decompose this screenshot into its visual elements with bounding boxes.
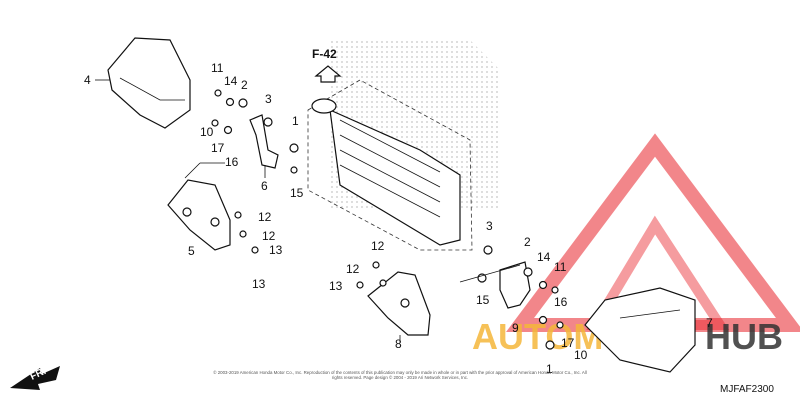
callout-9: 9	[512, 321, 519, 335]
part-6-bracket-left	[249, 114, 279, 169]
callout-11-left: 11	[211, 61, 224, 75]
callout-2-right: 2	[524, 235, 531, 249]
part-9-bracket-right	[499, 261, 531, 309]
watermark-hub: HUB	[705, 316, 783, 357]
radiator-assembly	[307, 79, 473, 251]
diagram-code: MJFAF2300	[720, 384, 774, 395]
callouts: 4 11 14 2 3 10 17 16 1 6 15 12 12 13 5 1…	[84, 61, 713, 376]
callout-10-left: 10	[200, 125, 214, 139]
callout-11-right: 11	[554, 260, 567, 274]
callout-12-a: 12	[258, 210, 272, 224]
reference-arrow-icon	[314, 65, 342, 83]
callout-8: 8	[395, 337, 402, 351]
callout-14-left: 14	[224, 74, 238, 88]
callout-13-c: 13	[329, 279, 343, 293]
copyright-container: © 2003-2019 American Honda Motor Co., In…	[213, 370, 587, 380]
callout-1-left: 1	[292, 114, 299, 128]
callout-15-left: 15	[290, 186, 304, 200]
reference-block[interactable]: F-42	[312, 47, 342, 83]
callout-17-left: 17	[211, 141, 225, 155]
callout-5: 5	[188, 244, 195, 258]
callout-12-b: 12	[262, 229, 276, 243]
callout-1-right: 1	[546, 362, 553, 376]
reference-label[interactable]: F-42	[312, 47, 337, 61]
front-direction-indicator: FR.	[10, 366, 60, 390]
part-4-upper-shroud-left	[107, 37, 191, 129]
callout-7: 7	[706, 316, 713, 330]
leader-lines	[95, 79, 521, 343]
callout-14-right: 14	[537, 250, 551, 264]
front-arrow-icon	[10, 366, 60, 390]
callout-13-b: 13	[252, 277, 266, 291]
callout-17-right: 17	[561, 336, 575, 350]
radiator-cap	[311, 98, 337, 114]
callout-16-left: 16	[225, 155, 239, 169]
callout-15-right: 15	[476, 293, 490, 307]
callout-16-right: 16	[554, 295, 568, 309]
part-5-lower-shroud-left	[167, 179, 231, 251]
callout-2-left: 2	[241, 78, 248, 92]
callout-3-right: 3	[486, 219, 493, 233]
copyright-text: © 2003-2019 American Honda Motor Co., In…	[213, 370, 587, 380]
callout-3-left: 3	[265, 92, 272, 106]
callout-10-right: 10	[574, 348, 588, 362]
callout-13-a: 13	[269, 243, 283, 257]
callout-6: 6	[261, 179, 268, 193]
part-7-upper-shroud-right	[584, 287, 696, 373]
part-8-lower-shroud-right	[367, 271, 431, 336]
callout-12-c: 12	[371, 239, 385, 253]
callout-12-d: 12	[346, 262, 360, 276]
callout-4: 4	[84, 73, 91, 87]
